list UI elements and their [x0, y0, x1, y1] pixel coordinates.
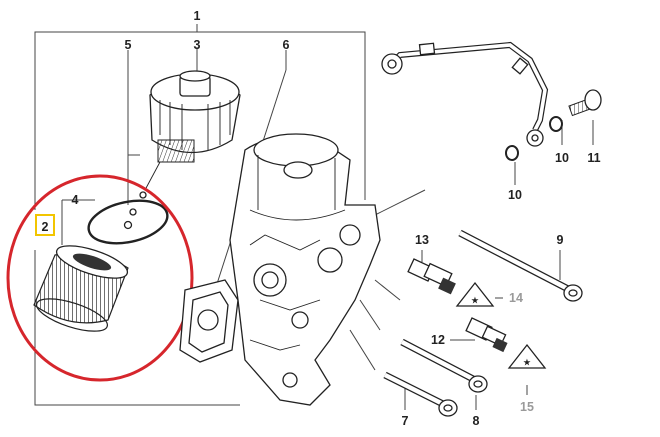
gasket-ring — [87, 199, 169, 245]
callout-4: 4 — [72, 193, 79, 207]
long-bolt-9 — [458, 229, 583, 302]
callout-6: 6 — [283, 38, 290, 52]
callout-15: 15 — [520, 400, 534, 414]
filter-housing — [229, 133, 381, 406]
sensor-12 — [465, 317, 508, 353]
housing-gasket — [179, 279, 239, 363]
symbol-14-text: ★ — [471, 296, 479, 305]
callout-7: 7 — [402, 414, 409, 428]
bolt-8 — [400, 338, 488, 393]
filter-element — [33, 245, 129, 332]
callout-1: 1 — [194, 9, 201, 23]
callout-8: 8 — [473, 414, 480, 428]
banjo-bolt — [505, 89, 602, 161]
callout-12: 12 — [431, 333, 445, 347]
oil-pipe — [381, 41, 549, 147]
callout-10-b: 10 — [555, 151, 569, 165]
callout-13: 13 — [415, 233, 429, 247]
filter-cap — [139, 70, 241, 199]
callout-10-a: 10 — [508, 188, 522, 202]
callout-labels: 1 2 3 4 5 6 7 8 9 10 10 11 12 13 14 15 — [42, 9, 601, 428]
callout-2: 2 — [42, 220, 49, 234]
callout-11: 11 — [587, 151, 600, 165]
highlight-box — [35, 214, 55, 236]
tightening-torque-symbol-14: ★ — [455, 281, 495, 307]
callout-3: 3 — [194, 38, 201, 52]
callout-9: 9 — [557, 233, 564, 247]
highlight-circle — [6, 174, 194, 382]
sensor-13 — [407, 258, 456, 295]
symbol-15-text: ★ — [523, 358, 531, 367]
tightening-torque-symbol-15: ★ — [507, 343, 547, 369]
callout-14: 14 — [509, 291, 523, 305]
bolt-7 — [383, 371, 458, 417]
callout-5: 5 — [125, 38, 132, 52]
